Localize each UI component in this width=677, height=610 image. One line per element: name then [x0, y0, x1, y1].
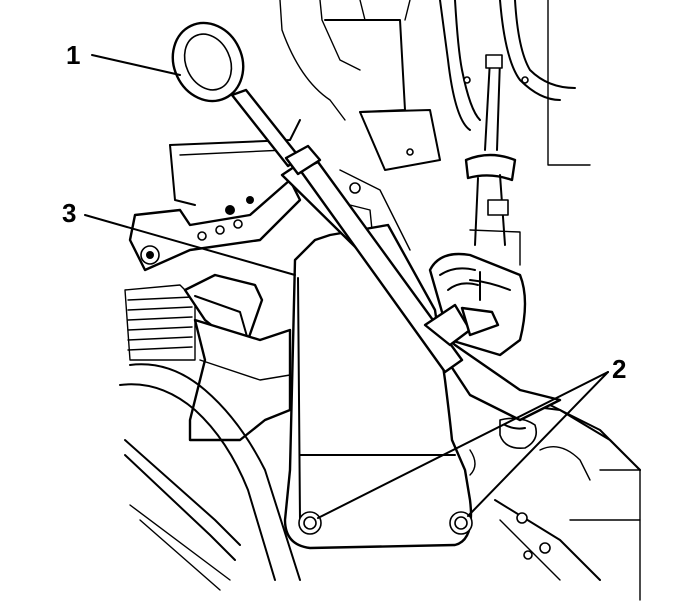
dipstick-assembly [171, 21, 562, 422]
callout-3: 3 [62, 198, 77, 228]
leader-line-2a [317, 371, 609, 519]
background-structure [119, 0, 641, 601]
leader-line-1 [91, 54, 181, 76]
callout-1: 1 [66, 40, 81, 70]
leader-line-2b [467, 371, 609, 517]
shield-bracket [283, 223, 473, 550]
callout-2: 2 [612, 354, 627, 384]
leader-lines [84, 54, 609, 519]
leader-line-3 [84, 214, 296, 276]
